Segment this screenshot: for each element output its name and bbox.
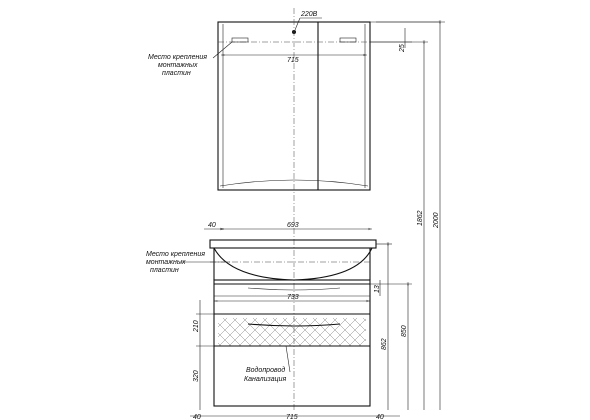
cabinet-bottom-curve (219, 179, 369, 187)
dim-320: 320 (193, 370, 200, 382)
sink-top (209, 239, 377, 249)
mount-bottom-label-1: Место крепления (146, 251, 205, 258)
outlet-leader (294, 17, 301, 31)
dim-715-top: 715 (287, 57, 299, 64)
dim-40-top: 40 (208, 222, 216, 229)
sink-bowl (213, 247, 373, 281)
dim-bottom-40-left: 40 (193, 414, 201, 420)
dim-210: 210 (193, 320, 200, 333)
mount-plate-left (231, 37, 249, 43)
mount-plate-right (339, 37, 357, 43)
mount-top-label-3: пластин (162, 70, 191, 77)
dim-bottom-715: 715 (286, 414, 298, 420)
dim-13: 13 (374, 285, 381, 293)
water-label-2: Канализация (244, 376, 286, 383)
water-leader (285, 345, 291, 373)
overall-dims: 2000 1862 (370, 22, 445, 410)
dim-850: 850 (401, 325, 408, 337)
drawer2-hatch (218, 318, 366, 346)
water-label-1: Водопровод (246, 366, 285, 374)
dim-1862: 1862 (417, 210, 424, 226)
dim-733: 733 (287, 294, 299, 301)
handle-bottom (247, 323, 341, 327)
voltage-label: 220В (300, 11, 318, 18)
dim-862: 862 (381, 338, 388, 350)
mount-bottom-label-2: монтажных (146, 259, 186, 266)
handle-top (247, 287, 341, 291)
vanity-unit: 40 693 733 13 210 320 862 850 Место креп… (146, 222, 412, 420)
dim-693: 693 (287, 222, 299, 229)
dim-2000: 2000 (433, 212, 440, 229)
mount-bottom-label-3: пластин (150, 267, 179, 274)
dim-25: 25 (399, 44, 406, 53)
mount-top-label-2: монтажных (158, 62, 198, 69)
vanity-body (213, 279, 371, 407)
mount-top-label-1: Место крепления (148, 54, 207, 61)
dim-bottom-40-right: 40 (376, 414, 384, 420)
mirror-cabinet: 220В 715 25 Место крепления монтажных пл… (148, 8, 440, 410)
mount-top-leader (212, 41, 233, 59)
